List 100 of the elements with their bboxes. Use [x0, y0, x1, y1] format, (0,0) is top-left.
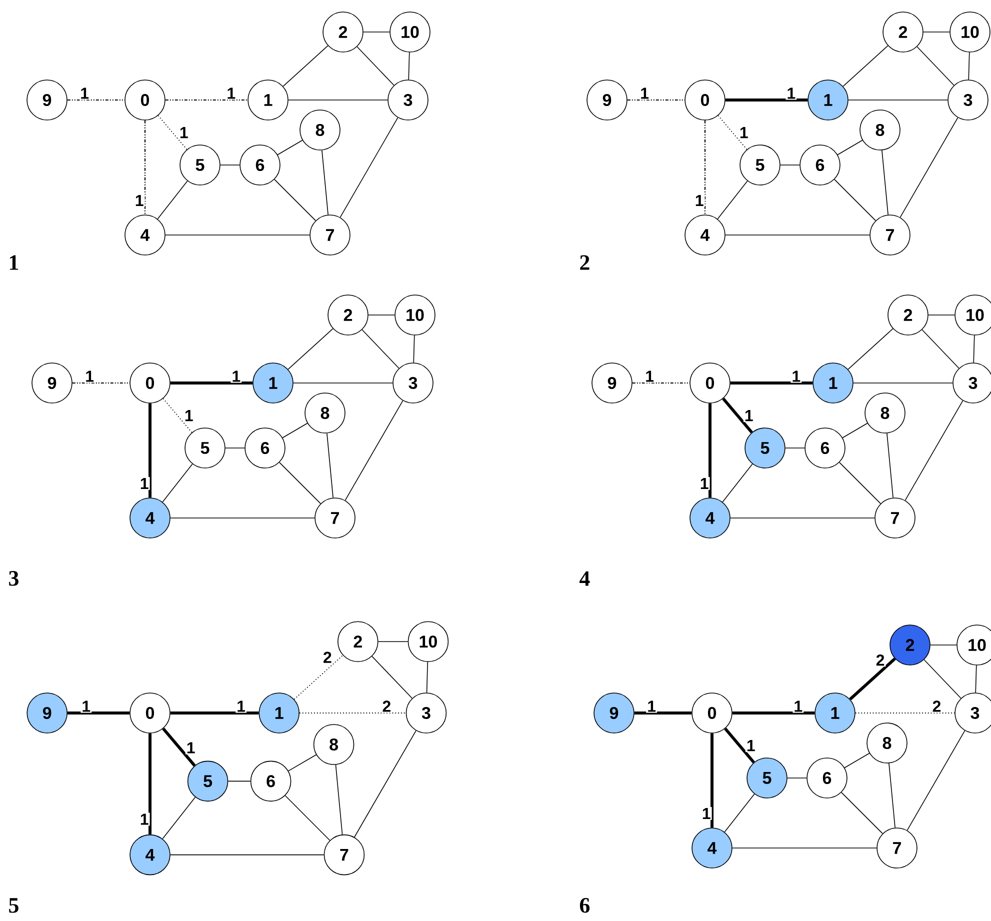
panel-number: 3 — [9, 571, 18, 586]
edge — [279, 462, 321, 504]
graph-node: 0 — [692, 692, 732, 734]
graph-node: 0 — [684, 80, 726, 120]
edge — [904, 400, 964, 501]
edge — [67, 99, 125, 101]
edge — [170, 854, 324, 856]
edge — [839, 462, 881, 504]
graph-node: 6 — [250, 760, 292, 802]
graph-node: 5 — [184, 428, 226, 468]
edge-label: 1 — [745, 739, 756, 752]
graph-node: 7 — [314, 498, 356, 538]
graph-node: 3 — [954, 692, 991, 734]
edge — [158, 115, 188, 150]
panel-number: 5 — [9, 898, 18, 913]
edge — [326, 432, 334, 498]
edge — [834, 179, 876, 221]
edge — [144, 120, 146, 215]
edge — [335, 764, 343, 835]
edge — [162, 398, 192, 433]
edge — [841, 792, 883, 834]
graph-node: 3 — [952, 362, 991, 404]
edge — [842, 422, 868, 438]
edge-label: 1 — [700, 806, 712, 820]
graph-node: 2 — [322, 12, 364, 52]
edge — [732, 712, 815, 714]
graph-node: 1 — [248, 80, 288, 120]
edge — [975, 665, 977, 693]
edge — [924, 659, 962, 699]
edge — [68, 712, 130, 714]
graph-node: 4 — [124, 214, 166, 256]
graph-node: 2 — [882, 12, 924, 52]
edge — [922, 329, 960, 369]
graph-node: 6 — [240, 144, 280, 186]
edge — [724, 794, 755, 832]
edge — [293, 382, 393, 384]
edge-label: 1 — [646, 700, 658, 713]
edge — [344, 400, 404, 501]
edge — [356, 46, 394, 86]
edge-label: 1 — [84, 370, 96, 383]
edge — [906, 730, 966, 831]
graph-node: 0 — [690, 362, 730, 404]
graph-node: 0 — [130, 692, 170, 734]
edge-label: 1 — [138, 812, 150, 826]
edge — [170, 712, 259, 714]
edge — [886, 432, 894, 498]
edge — [730, 382, 813, 384]
edge-label: 1 — [639, 86, 650, 100]
graph-node: 5 — [744, 428, 786, 468]
graph-node: 1 — [252, 362, 294, 404]
graph-node: 4 — [690, 498, 730, 538]
edge — [72, 382, 130, 384]
edge-label: 1 — [183, 409, 194, 422]
edge — [837, 140, 863, 156]
edge — [882, 150, 888, 216]
edge — [704, 120, 706, 215]
edge — [354, 730, 416, 838]
graph-node: 10 — [956, 624, 991, 666]
graph-node: 5 — [187, 760, 228, 802]
edge — [780, 164, 800, 166]
graph-node: 9 — [586, 80, 628, 120]
edge — [725, 98, 808, 102]
edge — [368, 314, 395, 316]
panel-number: 6 — [580, 898, 590, 913]
panel-number: 2 — [580, 255, 590, 270]
edge — [148, 733, 152, 834]
edge-label: 1 — [80, 700, 92, 713]
graph-node: 8 — [313, 724, 354, 765]
edge-label: 1 — [230, 370, 242, 383]
graph-node: 2 — [888, 294, 928, 336]
edge — [228, 780, 251, 782]
edge — [853, 382, 953, 384]
graph-node: 3 — [392, 362, 434, 404]
panel-number: 4 — [580, 571, 590, 586]
graph-node: 8 — [860, 110, 900, 150]
edge — [848, 328, 894, 370]
edge — [930, 644, 957, 646]
edge-label: 1 — [178, 126, 190, 140]
graph-node: 6 — [244, 428, 286, 468]
edge-label: 1 — [790, 370, 802, 383]
edge — [426, 662, 428, 693]
graph-node: 4 — [130, 834, 170, 876]
edge — [916, 46, 954, 86]
edge — [165, 99, 248, 101]
graph-node: 5 — [746, 758, 788, 798]
graph-node: 8 — [300, 110, 340, 150]
graph-node: 7 — [324, 834, 365, 876]
graph-node: 0 — [124, 80, 166, 120]
edge-label: 2 — [322, 650, 333, 664]
edge — [717, 180, 748, 220]
edge — [220, 164, 240, 166]
edge — [299, 712, 406, 714]
edge — [710, 733, 714, 828]
graph-node: 5 — [740, 144, 780, 186]
edge — [340, 117, 398, 218]
edge-label: 2 — [874, 653, 886, 667]
graph-node: 6 — [804, 428, 846, 468]
edge — [900, 117, 958, 218]
graph-node: 8 — [866, 722, 908, 764]
graph-node: 9 — [26, 692, 68, 734]
